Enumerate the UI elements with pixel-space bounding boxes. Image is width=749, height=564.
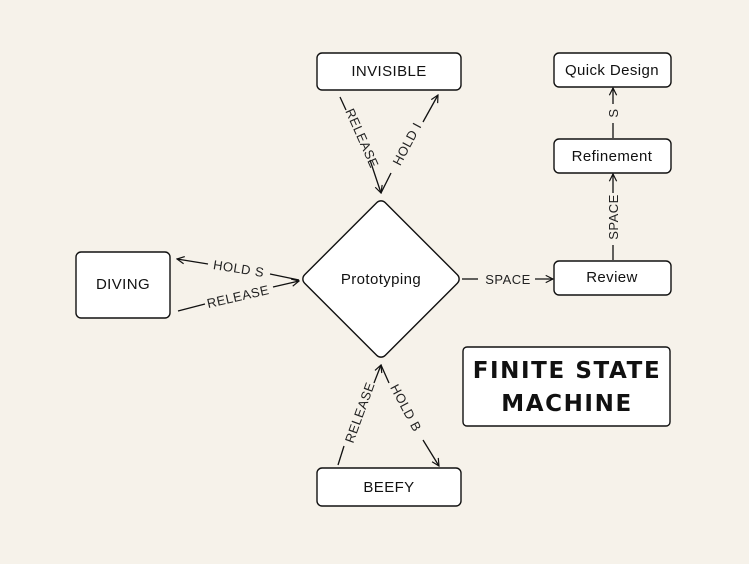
edge-label-hold-s: HOLD S xyxy=(212,257,265,280)
node-label-beefy: BEEFY xyxy=(363,479,414,496)
node-prototyping: Prototyping xyxy=(302,200,460,358)
edge-hold-s: HOLD S xyxy=(177,257,300,281)
edge-label-space-to-review: SPACE xyxy=(485,272,531,287)
node-refinement: Refinement xyxy=(553,138,672,174)
node-label-prototyping: Prototyping xyxy=(341,271,421,288)
edge-diving-release: RELEASE xyxy=(177,281,299,312)
node-label-quick-design: Quick Design xyxy=(565,62,659,79)
node-invisible: INVISIBLE xyxy=(316,52,462,91)
edge-label-s-to-quick-design: S xyxy=(606,108,621,117)
node-beefy: BEEFY xyxy=(316,467,462,507)
edge-space-to-review: SPACE xyxy=(462,272,553,287)
edge-label-space-to-refinement: SPACE xyxy=(606,194,621,240)
edge-label-beefy-release: RELEASE xyxy=(342,380,378,445)
edge-label-hold-b: HOLD B xyxy=(387,382,424,434)
node-review: Review xyxy=(553,260,672,296)
edge-s-to-quick-design: S xyxy=(606,88,621,138)
node-label-refinement: Refinement xyxy=(572,148,653,165)
title-box: FINITE STATE MACHINE xyxy=(462,346,671,427)
node-label-review: Review xyxy=(586,269,638,286)
edge-label-invisible-release: RELEASE xyxy=(342,106,382,170)
title-line-2: MACHINE xyxy=(501,391,633,417)
edge-invisible-release: RELEASE xyxy=(339,96,382,193)
node-quick-design: Quick Design xyxy=(553,52,672,88)
edge-label-diving-release: RELEASE xyxy=(205,282,270,311)
edge-space-to-refinement: SPACE xyxy=(606,174,621,260)
node-diving: DIVING xyxy=(75,251,171,319)
edge-hold-i: HOLD I xyxy=(380,95,438,194)
node-label-invisible: INVISIBLE xyxy=(351,63,426,80)
node-label-diving: DIVING xyxy=(96,276,150,293)
edge-label-hold-i: HOLD I xyxy=(390,120,425,168)
title-line-1: FINITE STATE xyxy=(473,358,662,384)
edge-hold-b: HOLD B xyxy=(380,364,439,466)
edge-beefy-release: RELEASE xyxy=(337,365,381,466)
